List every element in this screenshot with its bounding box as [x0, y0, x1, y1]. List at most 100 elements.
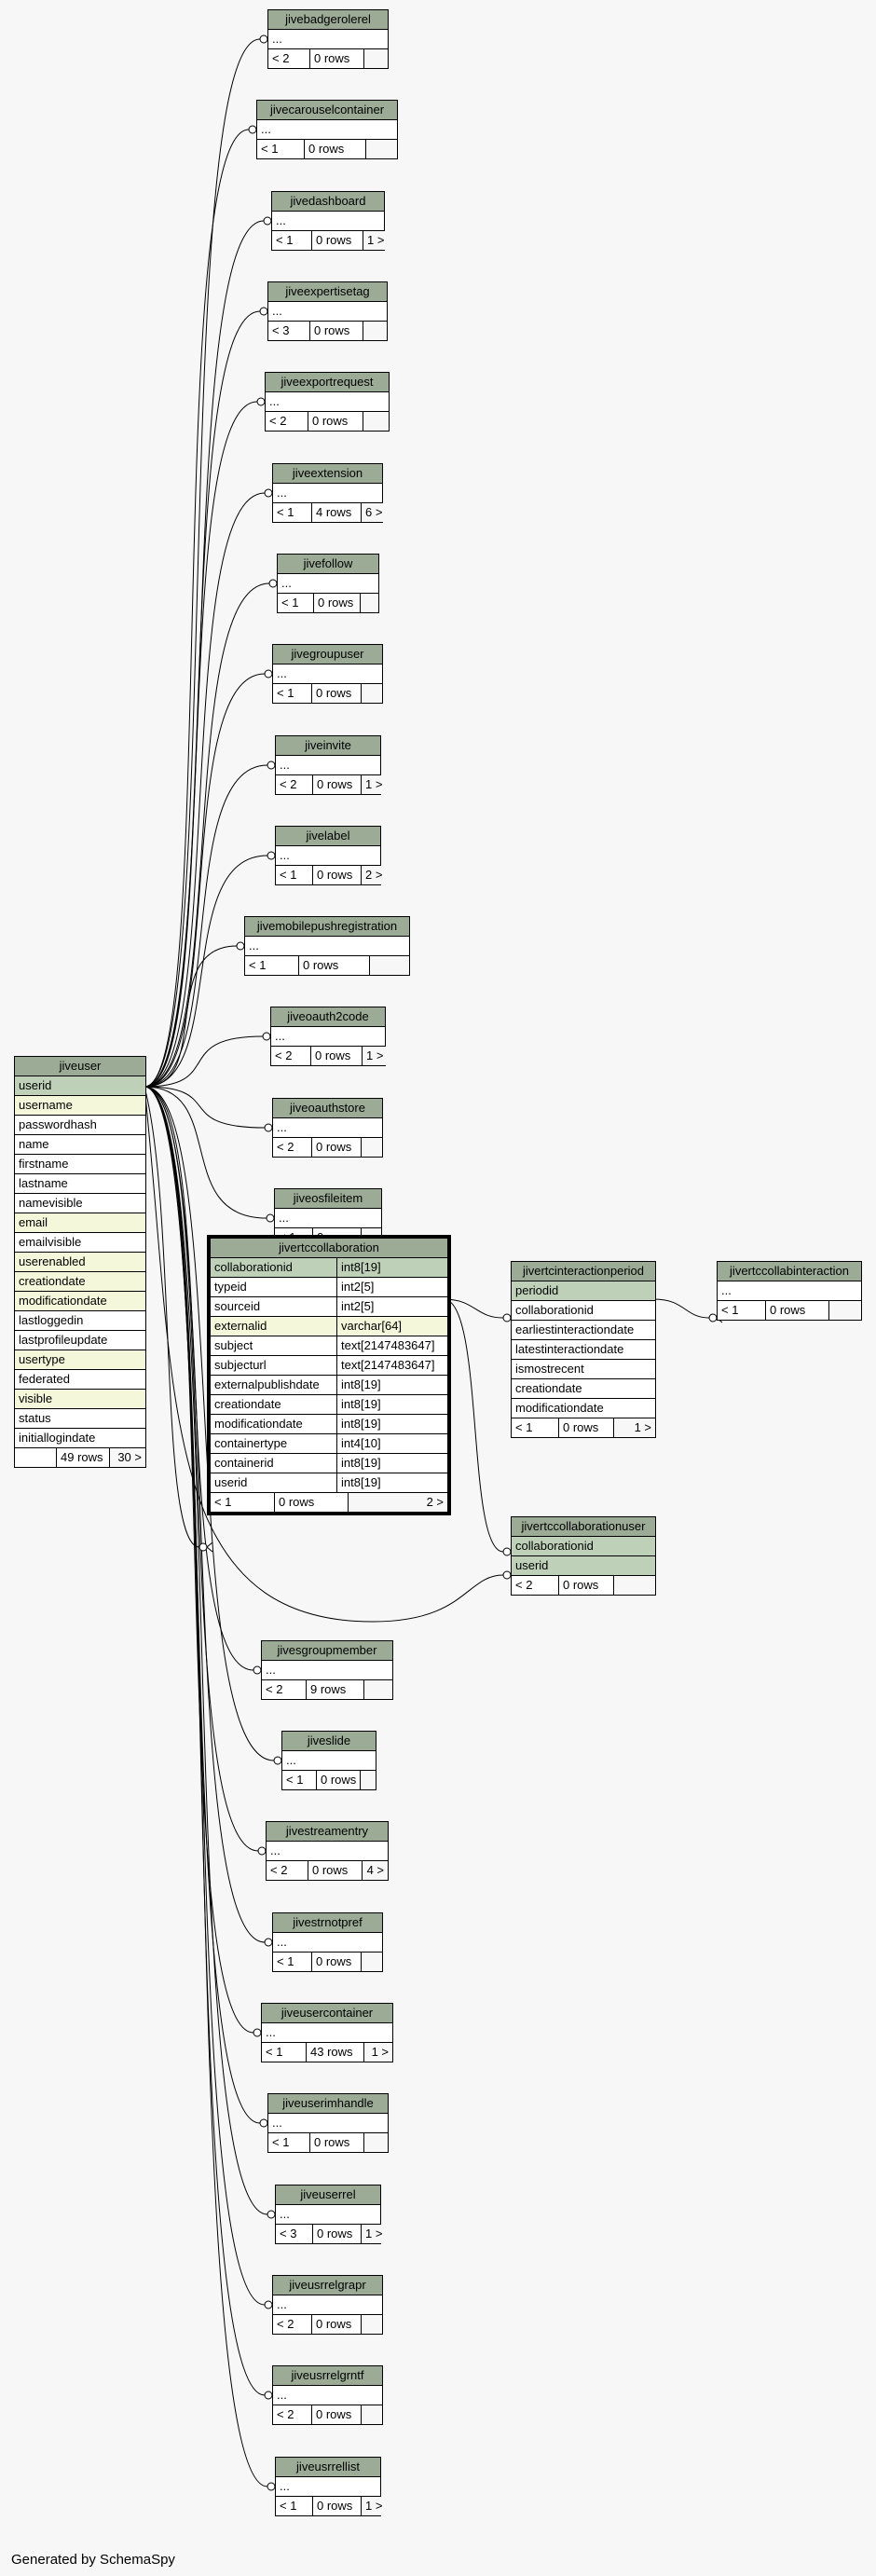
column-name: ...	[721, 1283, 732, 1297]
table-column: ...	[278, 574, 378, 594]
children-count	[362, 1138, 382, 1157]
row-count: 0 rows	[312, 684, 362, 703]
table-column: initiallogindate	[15, 1429, 145, 1448]
optional-endpoint	[259, 2118, 268, 2128]
parents-count: < 2	[273, 1138, 312, 1157]
parents-count: < 1	[718, 1301, 766, 1320]
column-name: latestinteractiondate	[515, 1342, 624, 1356]
table-column: name	[15, 1135, 145, 1155]
table-jivertccollaborationuser[interactable]: jivertccollaborationuser collaborationid…	[511, 1516, 656, 1596]
parents-count: < 1	[268, 2133, 310, 2152]
column-name: ...	[286, 1753, 296, 1767]
row-count: 0 rows	[313, 2225, 362, 2243]
column-name: subjecturl	[214, 1358, 267, 1372]
optional-endpoint	[267, 2482, 276, 2491]
children-count	[361, 594, 378, 612]
table-column: ...	[276, 756, 380, 775]
children-count	[370, 956, 409, 975]
table-column: lastname	[15, 1174, 145, 1194]
table-footer: < 1 0 rows 2 >	[211, 1493, 447, 1512]
column-type: int2[5]	[336, 1278, 447, 1296]
table-column: creationdate	[512, 1379, 655, 1399]
children-count: 1 >	[364, 2043, 392, 2062]
parents-count: < 1	[211, 1493, 275, 1512]
table-header: jiveoauth2code	[271, 1007, 385, 1027]
column-name: ...	[279, 1211, 289, 1225]
relationship-line	[144, 1086, 504, 1623]
table-column: passwordhash	[15, 1116, 145, 1135]
table-header: jiveextension	[273, 464, 382, 484]
relationship-line	[144, 310, 261, 1088]
relationship-line	[144, 1086, 266, 2306]
table-column: lastloggedin	[15, 1311, 145, 1331]
column-name: ...	[277, 2297, 287, 2311]
table-header: jivebadgerolerel	[268, 10, 388, 30]
optional-endpoint	[236, 941, 245, 951]
optional-endpoint	[259, 34, 268, 44]
column-name: subject	[214, 1338, 253, 1352]
children-count: 1 >	[614, 1418, 655, 1437]
table-header: jiveusrrellist	[276, 2458, 380, 2477]
table-footer: < 2 0 rows	[512, 1576, 655, 1595]
parents-count: < 2	[267, 1861, 308, 1880]
optional-endpoint	[264, 2391, 273, 2400]
row-count: 0 rows	[310, 49, 364, 68]
table-column: ...	[268, 2114, 388, 2133]
optional-endpoint	[267, 2210, 276, 2219]
optional-endpoint	[268, 579, 278, 588]
row-count: 0 rows	[310, 322, 363, 340]
table-header: jiveuserrel	[276, 2185, 380, 2205]
relationship-line	[144, 1086, 267, 1219]
optional-endpoint	[502, 1570, 512, 1580]
row-count: 0 rows	[559, 1418, 614, 1437]
column-name: ...	[266, 2025, 276, 2039]
table-column: lastprofileupdate	[15, 1331, 145, 1350]
children-count: 1 >	[362, 2497, 387, 2515]
table-column: periodid	[512, 1281, 655, 1301]
column-type: varchar[64]	[336, 1317, 447, 1336]
table-header: jiveuser	[15, 1057, 145, 1076]
children-count: 1 >	[362, 2225, 387, 2243]
relationship-line	[144, 945, 238, 1088]
table-header: jivegroupuser	[273, 645, 382, 665]
